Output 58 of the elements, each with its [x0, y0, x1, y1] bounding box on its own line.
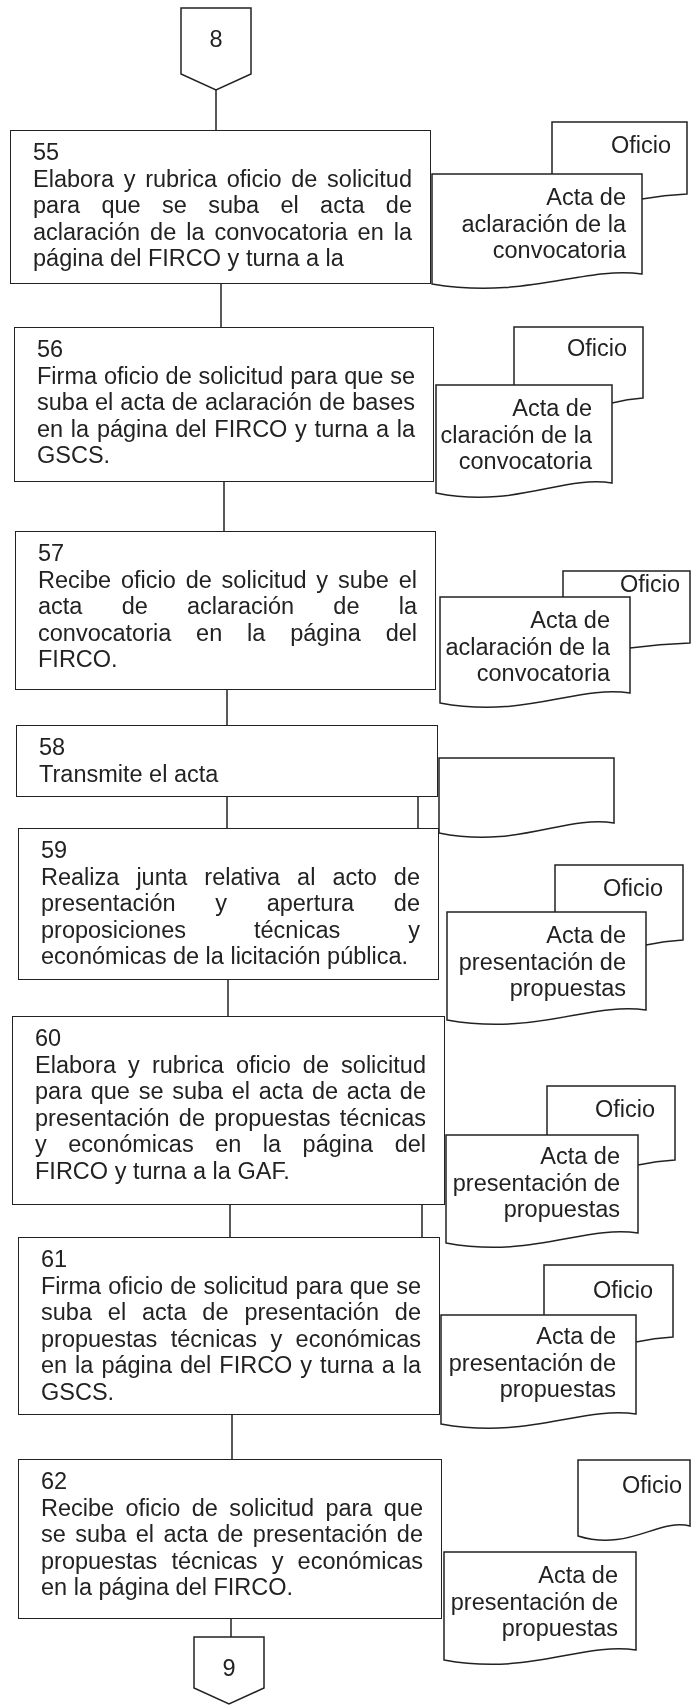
connector-line [417, 796, 419, 829]
step-number: 55 [33, 139, 61, 166]
document-label: Oficio [565, 335, 627, 362]
document-label: Acta de presentación de propuestas [451, 1143, 620, 1223]
process-box [18, 1459, 442, 1619]
step-number: 57 [38, 540, 66, 567]
step-number: 62 [41, 1468, 69, 1495]
document-label: Acta de aclaración de la convocatoria [460, 184, 626, 264]
document-label: Acta de presentación de propuestas [447, 1323, 616, 1403]
connector-line [231, 1414, 233, 1460]
step-description: Firma oficio de solicitud para que se suba el acta de presentación de propuestas técnicas y económicas en la página del FIRCO y turna a la GSCS. [41, 1272, 421, 1405]
connector-line [223, 481, 225, 532]
step-description: Recibe oficio de solicitud para que se suba el acta de presentación de propuestas técnicas y económicas en la página del FIRCO. [41, 1494, 423, 1601]
document-label: Oficio [618, 571, 680, 598]
step-description: Elabora y rubrica oficio de solicitud para que se suba el acta de aclaración de la convocatoria en la página del FIRCO y turna a la [33, 165, 412, 272]
step-number: 56 [37, 336, 65, 363]
process-box [10, 130, 431, 284]
process-box [18, 828, 439, 980]
document-shape [514, 327, 643, 385]
document-shape [563, 571, 690, 597]
connector-line [226, 689, 228, 726]
process-box [18, 1237, 440, 1415]
document-label: Acta de presentación de propuestas [449, 1562, 618, 1642]
connector-line [230, 1618, 232, 1638]
document-label: Acta de claración de la convocatoria [439, 395, 592, 475]
connector-number: 9 [221, 1655, 237, 1682]
step-description: Transmite el acta [39, 760, 220, 787]
connector-number: 8 [208, 26, 224, 53]
process-box [12, 1016, 445, 1205]
connector-line [220, 283, 222, 328]
step-description: Realiza junta relativa al acto de presentación y apertura de proposiciones técnicas y económicas de la licitación pública. [41, 863, 420, 970]
connector-line [421, 1204, 423, 1238]
step-number: 59 [41, 837, 69, 864]
step-number: 58 [39, 734, 67, 761]
step-number: 60 [35, 1025, 63, 1052]
connector-line [229, 1204, 231, 1238]
document-label: Acta de aclaración de la convocatoria [444, 607, 610, 687]
document-label: Oficio [609, 132, 671, 159]
document-label: Oficio [601, 875, 663, 902]
document-shape [544, 1265, 673, 1315]
connector-line [226, 796, 228, 829]
connector-line [215, 89, 217, 131]
step-number: 61 [41, 1246, 69, 1273]
step-description: Recibe oficio de solicitud y sube el acta de aclaración de la convocatoria en la página del FIRCO. [38, 566, 417, 673]
document-label: Oficio [593, 1096, 655, 1123]
document-label: Oficio [620, 1472, 682, 1499]
document-shape [547, 1086, 675, 1135]
step-description: Firma oficio de solicitud para que se suba el acta de aclaración de bases en la página del FIRCO y turna a la GSCS. [37, 362, 415, 469]
off-page-connector [181, 8, 251, 90]
step-description: Elabora y rubrica oficio de solicitud para que se suba el acta de acta de presentación de propuestas técnicas y económicas en la página del FIRCO y turna a la GAF. [35, 1051, 426, 1184]
document-shape [552, 122, 687, 174]
process-box [15, 531, 436, 690]
connector-line [227, 979, 229, 1017]
document-shape [555, 865, 683, 912]
document-label: Acta de presentación de propuestas [457, 922, 626, 1002]
process-box [14, 327, 434, 482]
off-page-connector [194, 1637, 264, 1704]
document-label: Oficio [591, 1277, 653, 1304]
